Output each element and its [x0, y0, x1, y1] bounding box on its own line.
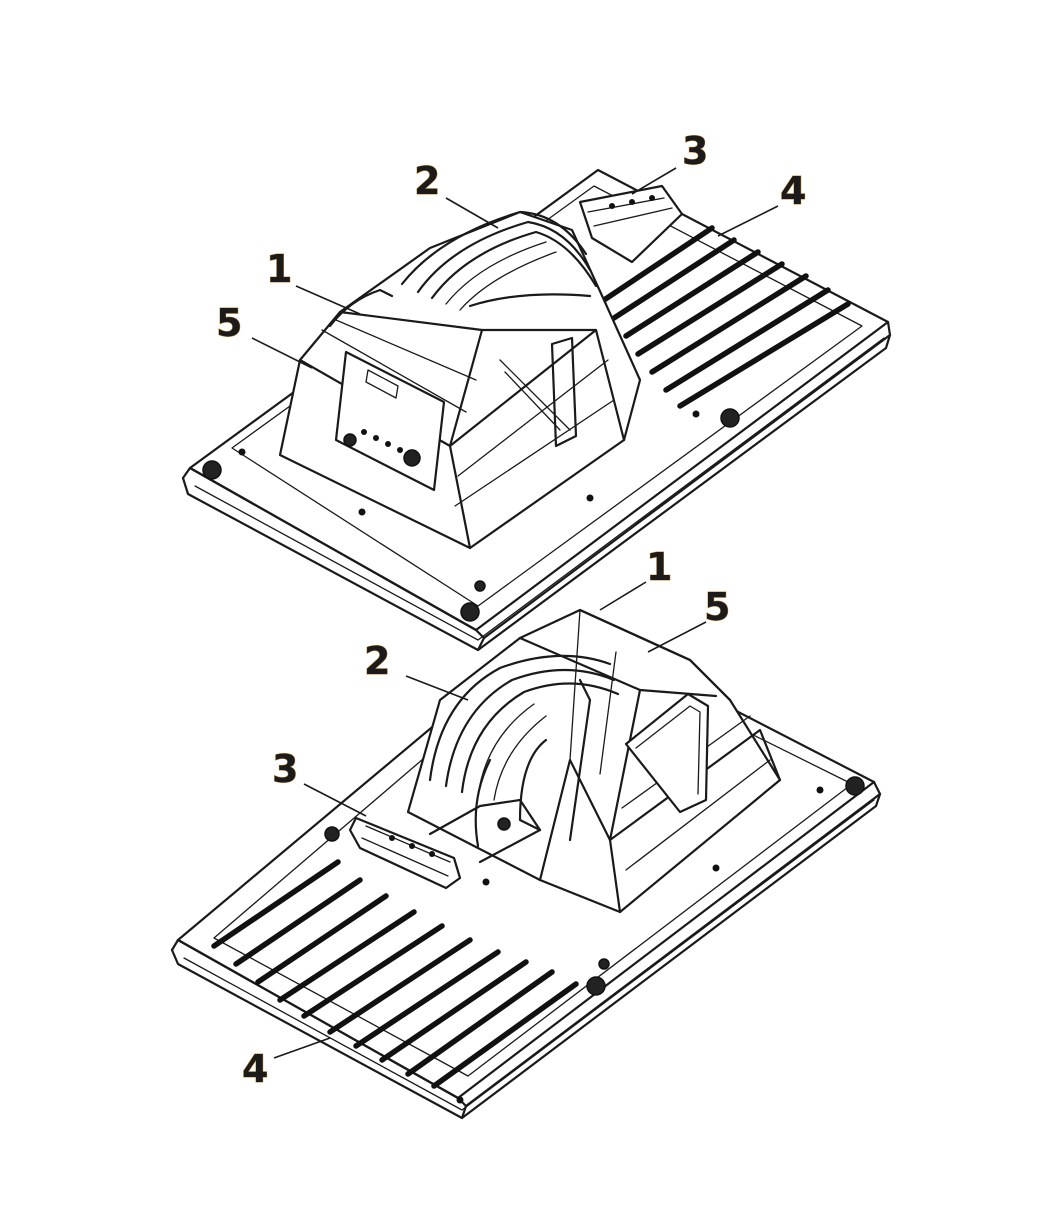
lower-feet: [324, 776, 865, 1104]
callout-l1: 1: [646, 545, 672, 589]
callout-u4: 4: [780, 169, 806, 213]
lower-view: 1 2 3 4 5: [170, 545, 882, 1120]
callout-u2: 2: [414, 159, 440, 203]
callout-u3: 3: [682, 129, 708, 173]
callout-l4: 4: [242, 1047, 268, 1091]
upper-leaders: [251, 167, 779, 369]
callout-l2: 2: [364, 639, 390, 683]
callout-l3: 3: [272, 747, 298, 791]
lower-callouts: 1 2 3 4 5: [242, 545, 731, 1092]
upper-slots: [601, 225, 851, 409]
callout-u5: 5: [216, 301, 242, 345]
upper-housing: [278, 210, 642, 550]
upper-connector: [578, 184, 684, 264]
callout-u1: 1: [266, 247, 292, 291]
lower-leaders: [273, 581, 707, 1059]
callout-l5: 5: [704, 585, 730, 629]
lower-cables: [428, 654, 620, 848]
lower-housing: [406, 608, 782, 914]
upper-view: 1 2 3 4 5: [181, 129, 892, 652]
upper-feet: [202, 408, 740, 622]
lower-connector: [348, 798, 542, 890]
upper-callouts: 1 2 3 4 5: [216, 129, 807, 346]
upper-cables: [400, 210, 598, 311]
lower-slots: [211, 859, 579, 1089]
